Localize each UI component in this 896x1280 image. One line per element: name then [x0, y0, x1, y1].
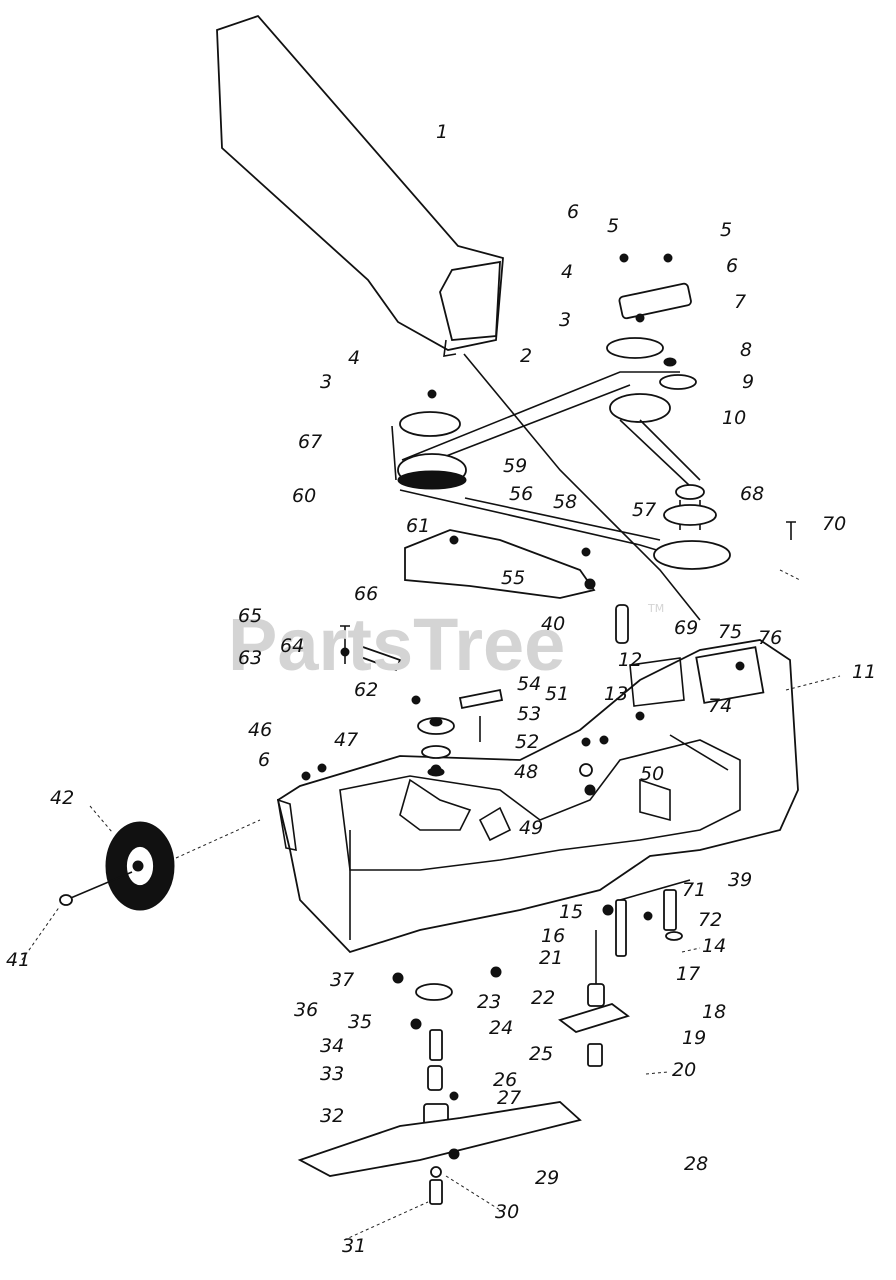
label-14: 14	[702, 935, 726, 957]
label-2: 2	[520, 345, 532, 367]
label-6: 6	[567, 201, 579, 223]
label-16: 16	[541, 925, 565, 947]
label-74: 74	[708, 695, 732, 717]
label-59: 59	[503, 455, 527, 477]
idler-bracket-55	[404, 529, 596, 599]
label-37: 37	[330, 969, 354, 991]
belt-line	[463, 353, 701, 621]
label-8: 8	[740, 339, 752, 361]
label-46: 46	[248, 719, 272, 741]
label-36: 36	[294, 999, 318, 1021]
label-17: 17	[676, 963, 700, 985]
label-10: 10	[722, 407, 746, 429]
watermark: PartsTree	[228, 603, 565, 686]
label-52: 52	[515, 731, 539, 753]
label-25: 25	[529, 1043, 553, 1065]
label-42: 42	[50, 787, 74, 809]
left-pulley-stack	[391, 389, 691, 561]
label-31: 31	[342, 1235, 366, 1257]
label-32: 32	[320, 1105, 344, 1127]
label-9: 9	[742, 371, 754, 393]
label-18: 18	[702, 1001, 726, 1023]
label-34: 34	[320, 1035, 344, 1057]
label-48: 48	[514, 761, 538, 783]
label-30: 30	[495, 1201, 519, 1223]
label-63: 63	[238, 647, 262, 669]
label-22: 22	[531, 987, 555, 1009]
label-41: 41	[6, 949, 30, 971]
label-66: 66	[354, 583, 378, 605]
label-58: 58	[553, 491, 577, 513]
label-3: 3	[320, 371, 332, 393]
link-64	[356, 644, 402, 672]
label-3: 3	[559, 309, 571, 331]
label-65: 65	[238, 605, 262, 627]
label-5: 5	[607, 215, 619, 237]
label-64: 64	[280, 635, 304, 657]
label-7: 7	[734, 291, 746, 313]
label-5: 5	[720, 219, 732, 241]
pulley-10	[609, 393, 671, 423]
bolt-65	[340, 625, 350, 664]
label-60: 60	[292, 485, 316, 507]
label-68: 68	[740, 483, 764, 505]
deck-wheel	[59, 819, 261, 911]
label-49: 49	[519, 817, 543, 839]
label-50: 50	[640, 763, 664, 785]
label-6: 6	[258, 749, 270, 771]
lower-spindle	[297, 966, 582, 1241]
label-56: 56	[509, 483, 533, 505]
watermark-tm: TM	[647, 602, 664, 615]
label-57: 57	[632, 499, 656, 521]
label-69: 69	[674, 617, 698, 639]
label-19: 19	[682, 1027, 706, 1049]
upper-idler-assembly	[606, 253, 697, 390]
pulley-68	[653, 484, 731, 570]
label-61: 61	[406, 515, 430, 537]
label-62: 62	[354, 679, 378, 701]
label-15: 15	[559, 901, 583, 923]
label-76: 76	[758, 627, 782, 649]
discharge-chute	[216, 14, 504, 357]
label-29: 29	[535, 1167, 559, 1189]
label-6: 6	[726, 255, 738, 277]
label-24: 24	[489, 1017, 513, 1039]
label-47: 47	[334, 729, 358, 751]
label-71: 71	[682, 879, 706, 901]
label-20: 20	[672, 1059, 696, 1081]
arm-10	[619, 419, 691, 487]
label-13: 13	[604, 683, 628, 705]
label-39: 39	[728, 869, 752, 891]
spindle-stack	[417, 688, 504, 777]
label-72: 72	[698, 909, 722, 931]
label-51: 51	[545, 683, 569, 705]
label-33: 33	[320, 1063, 344, 1085]
label-27: 27	[497, 1087, 521, 1109]
right-lower-assembly	[558, 879, 691, 1067]
part-number-labels: 1 2 3 3 4 4 5 5 6 6 6 7 8 9 10 11 12 13 …	[6, 121, 876, 1257]
label-23: 23	[477, 991, 501, 1013]
label-40: 40	[541, 613, 565, 635]
label-4: 4	[348, 347, 360, 369]
label-35: 35	[348, 1011, 372, 1033]
label-67: 67	[298, 431, 322, 453]
label-70: 70	[822, 513, 846, 535]
mower-deck	[276, 639, 799, 954]
label-54: 54	[517, 673, 541, 695]
label-21: 21	[539, 947, 563, 969]
label-28: 28	[684, 1153, 708, 1175]
label-75: 75	[718, 621, 742, 643]
label-4: 4	[561, 261, 573, 283]
upper-belt	[401, 371, 680, 461]
label-12: 12	[618, 649, 642, 671]
label-26: 26	[493, 1069, 517, 1091]
label-1: 1	[436, 121, 448, 143]
part-40	[615, 604, 629, 644]
bolt-70	[786, 521, 796, 540]
label-53: 53	[517, 703, 541, 725]
label-55: 55	[501, 567, 525, 589]
label-11: 11	[852, 661, 876, 683]
